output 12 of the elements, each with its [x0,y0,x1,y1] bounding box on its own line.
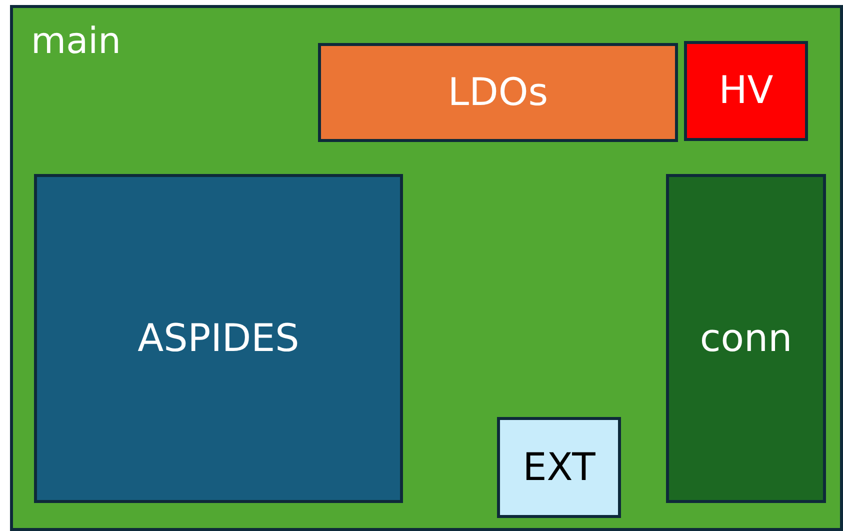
block-label: conn [700,318,792,360]
block-box [34,174,403,503]
block-box [497,417,621,518]
container-box [10,5,843,531]
block-label: LDOs [448,72,548,114]
block-label: HV [718,70,774,112]
block-label: ASPIDES [138,318,300,360]
block-box [666,174,826,503]
block-label: main [31,22,121,62]
block-box [684,41,808,141]
block-box [318,43,678,142]
block-label: EXT [522,446,596,488]
